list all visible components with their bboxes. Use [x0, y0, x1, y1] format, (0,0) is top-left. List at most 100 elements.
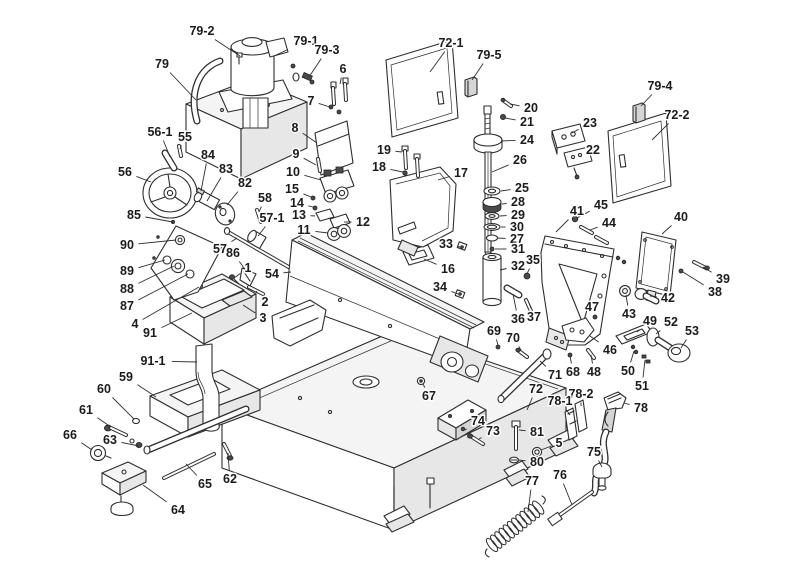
- part-label-54: 54: [265, 267, 279, 281]
- part-label-33: 33: [439, 237, 453, 251]
- leader-line-45: [576, 210, 590, 219]
- leader-line-61: [97, 417, 112, 428]
- leader-line-85: [145, 216, 174, 223]
- leader-line-22: [579, 155, 582, 158]
- part-label-29: 29: [511, 208, 525, 222]
- leader-line-70: [518, 346, 522, 351]
- part-label-7: 7: [308, 94, 315, 108]
- screw-15: [310, 195, 316, 201]
- leader-line-34: [451, 290, 459, 295]
- pin-69: [495, 344, 501, 350]
- part-label-14: 14: [290, 196, 304, 210]
- part-label-24: 24: [520, 133, 534, 147]
- rod-76: [547, 490, 594, 527]
- cover-79-5: [464, 76, 478, 98]
- leader-line-41: [555, 219, 569, 233]
- leader-line-51: [642, 359, 646, 378]
- bracket-74: [437, 399, 487, 441]
- part-label-17: 17: [454, 166, 468, 180]
- nut-21: [499, 114, 506, 121]
- leader-line-65: [185, 463, 198, 476]
- leader-line-9: [303, 157, 317, 166]
- nut-43: [619, 285, 631, 297]
- leader-line-8: [302, 132, 318, 144]
- part-label-79: 79: [155, 57, 169, 71]
- leader-line-46: [589, 335, 599, 343]
- screw-20: [500, 97, 513, 108]
- corner-foot-mid: [426, 460, 531, 509]
- bolt-73: [466, 433, 485, 446]
- part-label-16: 16: [441, 262, 455, 276]
- part-label-69: 69: [487, 324, 501, 338]
- part-label-72-1: 72-1: [438, 36, 463, 50]
- part-label-71: 71: [548, 368, 562, 382]
- leader-line-37: [528, 302, 532, 309]
- part-label-46: 46: [603, 343, 617, 357]
- part-label-82: 82: [238, 176, 252, 190]
- leader-line-14: [308, 205, 314, 208]
- pivot-nose: [429, 335, 489, 383]
- part-label-5: 5: [556, 436, 563, 450]
- leader-line-86: [238, 261, 248, 273]
- leader-line-25: [500, 189, 511, 192]
- leader-line-72-2: [651, 123, 669, 141]
- bolt-42: [634, 288, 660, 305]
- part-label-78: 78: [634, 401, 648, 415]
- fitting-79-3: [301, 72, 315, 85]
- leader-line-87: [138, 273, 189, 301]
- part-label-22: 22: [586, 143, 600, 157]
- leader-line-54: [283, 271, 292, 274]
- part-label-18: 18: [372, 160, 386, 174]
- part-label-37: 37: [527, 310, 541, 324]
- part-label-88: 88: [120, 282, 134, 296]
- part-label-3: 3: [260, 311, 267, 325]
- part-label-61: 61: [79, 403, 93, 417]
- part-label-89: 89: [120, 264, 134, 278]
- panel-knob-87: [185, 269, 195, 279]
- part-label-76: 76: [553, 468, 567, 482]
- part-label-73: 73: [486, 424, 500, 438]
- leader-line-79-3: [308, 58, 322, 78]
- part-label-79-4: 79-4: [647, 79, 672, 93]
- leader-line-79-5: [471, 63, 484, 81]
- leader-line-40: [661, 225, 672, 235]
- leader-line-71: [539, 360, 547, 367]
- leader-line-56-1: [162, 140, 171, 158]
- clip-33: [456, 241, 468, 251]
- bolt-63: [129, 438, 143, 448]
- leader-line-4: [142, 286, 200, 320]
- part-label-1: 1: [245, 261, 252, 275]
- leader-line-91-1: [171, 360, 198, 363]
- part-label-43: 43: [622, 307, 636, 321]
- part-label-59: 59: [119, 370, 133, 384]
- part-label-63: 63: [103, 433, 117, 447]
- leader-line-81: [518, 429, 526, 432]
- bolt-19: [401, 145, 409, 170]
- knob-75: [592, 462, 612, 491]
- spring-77: [484, 495, 546, 558]
- bolt-79-2: [236, 52, 243, 65]
- part-label-47: 47: [585, 300, 599, 314]
- shaft-63: [143, 405, 250, 455]
- leader-line-79-4: [640, 94, 653, 107]
- leader-line-67: [422, 383, 426, 388]
- part-label-79-2: 79-2: [189, 24, 214, 38]
- leader-line-15: [303, 193, 312, 198]
- bracket-46: [561, 317, 595, 343]
- part-label-90: 90: [120, 238, 134, 252]
- part-label-4: 4: [132, 317, 139, 331]
- pin-36: [503, 284, 523, 299]
- pin-71: [497, 348, 552, 404]
- gun-bracket-78-1-78-2: [564, 399, 588, 441]
- part-label-56: 56: [118, 165, 132, 179]
- part-label-31: 31: [511, 242, 525, 256]
- leader-line-36: [512, 293, 517, 311]
- part-label-20: 20: [524, 101, 538, 115]
- leader-line-50: [630, 350, 635, 363]
- leader-line-79: [169, 72, 197, 101]
- bolt-81: [511, 420, 521, 451]
- leader-line-20: [509, 103, 520, 107]
- leader-line-75: [598, 460, 603, 468]
